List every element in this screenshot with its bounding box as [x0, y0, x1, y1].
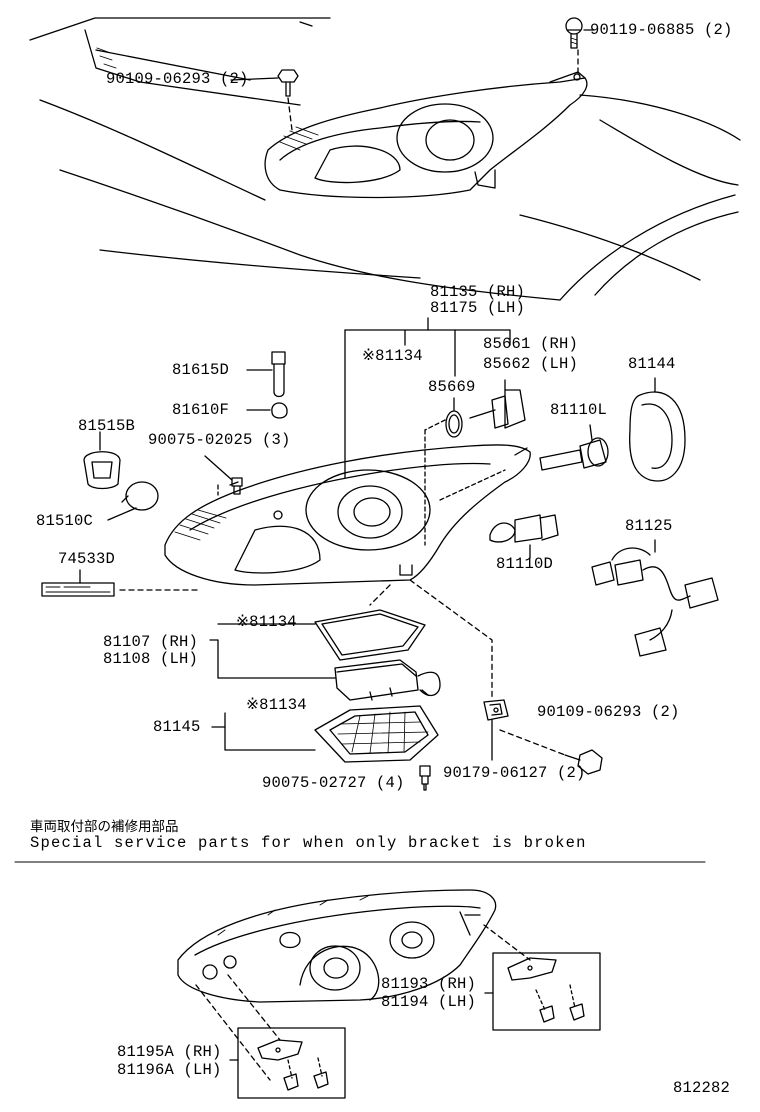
- headlamp-assembly: [120, 318, 565, 755]
- gasket-81134-icon: [315, 610, 425, 660]
- socket-81110l-icon: [540, 425, 608, 470]
- part-label-bulb-81615d: 81615D: [172, 361, 230, 379]
- bolt-top-left-icon: [278, 70, 298, 96]
- ballast-computer-81107-icon: [335, 660, 440, 700]
- part-label-bracket-lh: 81194 (LH): [381, 993, 477, 1011]
- part-label-cover-note-3: ※81134: [246, 696, 307, 714]
- wire-harness-81125-icon: [592, 540, 718, 656]
- cover-81145-icon: [315, 706, 438, 762]
- part-label-screw-90075-02025: 90075-02025 (3): [148, 431, 291, 449]
- diagram-number: 812282: [673, 1079, 731, 1097]
- part-label-computer-lh: 81108 (LH): [103, 650, 199, 668]
- part-label-computer-rh: 81107 (RH): [103, 633, 199, 651]
- part-label-headlamp-lh: 81175 (LH): [430, 299, 526, 317]
- bolt-90109-06293-icon: [565, 750, 602, 774]
- part-label-bulb-81610f: 81610F: [172, 401, 230, 419]
- part-label-socket-81110d: 81110D: [496, 555, 554, 573]
- bracket-81195a-box: [230, 1028, 345, 1098]
- part-label-ballast-rh: 85661 (RH): [483, 335, 579, 353]
- part-label-nut-90179: 90179-06127 (2): [443, 764, 586, 782]
- headlamp-rear-view: [178, 890, 530, 1080]
- part-label-socket-81515b: 81515B: [78, 417, 136, 435]
- part-label-label-74533d: 74533D: [58, 550, 116, 568]
- screw-90075-02025-icon: [205, 456, 242, 494]
- part-label-cover-note-2: ※81134: [236, 613, 297, 631]
- part-label-ballast-lh: 85662 (LH): [483, 355, 579, 373]
- bulb-81510c-icon: [108, 482, 158, 520]
- screw-top-right-icon: [566, 18, 582, 48]
- label-74533d-icon: [42, 570, 114, 596]
- part-label-cover-note-1: ※81134: [362, 347, 423, 365]
- socket-81110d-icon: [490, 515, 558, 558]
- vehicle-front-view: [30, 18, 740, 300]
- cap-81144-icon: [630, 378, 685, 481]
- part-label-cap-81144: 81144: [628, 355, 676, 373]
- part-label-bracket2-rh: 81195A (RH): [117, 1043, 222, 1061]
- socket-81515b-icon: [84, 432, 120, 489]
- part-label-ring-85669: 85669: [428, 378, 476, 396]
- part-label-bracket-rh: 81193 (RH): [381, 975, 477, 993]
- part-label-cover-81145: 81145: [153, 718, 201, 736]
- ballast-85661-icon: [470, 380, 525, 428]
- part-label-bolt-right: 90109-06293 (2): [537, 703, 680, 721]
- part-label-headlamp-rh: 81135 (RH): [430, 283, 526, 301]
- part-label-wire-81125: 81125: [625, 517, 673, 535]
- bulb-81615d-icon: [247, 352, 285, 397]
- note-japanese: 車両取付部の補修用部品: [30, 819, 179, 835]
- bracket-81193-box: [485, 953, 600, 1030]
- part-label-bracket2-lh: 81196A (LH): [117, 1061, 222, 1079]
- nut-90179-06127-icon: [484, 700, 508, 760]
- part-label-screw-top-right: 90119-06885 (2): [590, 21, 733, 39]
- part-label-socket-81110l: 81110L: [550, 401, 608, 419]
- ring-85669-icon: [446, 398, 462, 437]
- part-label-screw-90075-02727: 90075-02727 (4): [262, 774, 405, 792]
- part-label-bolt-top-left: 90109-06293 (2): [106, 70, 249, 88]
- note-english: Special service parts for when only brac…: [30, 834, 587, 852]
- part-label-bulb-81510c: 81510C: [36, 512, 94, 530]
- screw-90075-02727-icon: [420, 766, 430, 790]
- bulb-81610f-icon: [247, 403, 287, 418]
